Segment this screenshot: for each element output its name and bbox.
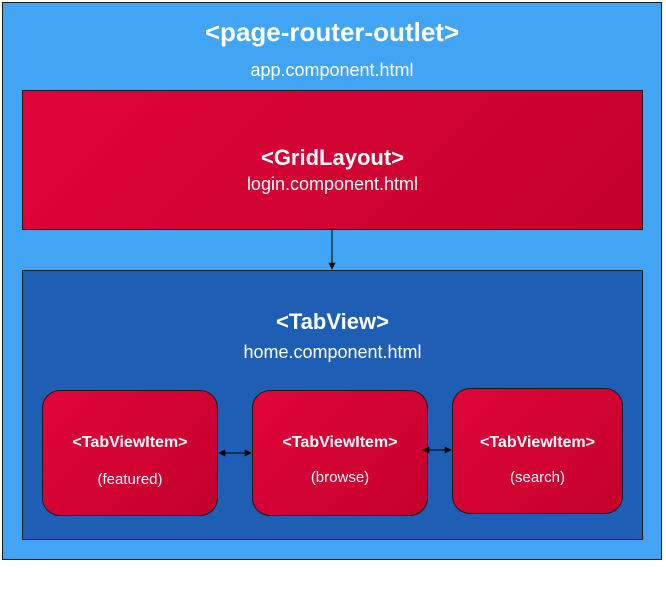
home-file: home.component.html	[243, 342, 422, 362]
tabviewitem-featured-label: (featured)	[97, 471, 163, 488]
login-file: login.component.html	[246, 174, 419, 194]
tabviewitem-search: <TabViewItem> (search)	[452, 388, 623, 514]
tabviewitem-browse: <TabViewItem> (browse)	[252, 390, 428, 516]
home-tag: <TabView>	[276, 309, 389, 334]
tabviewitem-featured-tag: <TabViewItem>	[72, 434, 188, 451]
outer-file: app.component.html	[250, 60, 414, 80]
tabviewitem-featured: <TabViewItem> (featured)	[42, 390, 218, 516]
tabviewitem-search-tag: <TabViewItem>	[479, 434, 595, 451]
outer-tag: <page-router-outlet>	[204, 17, 460, 47]
login-tag: <GridLayout>	[260, 145, 405, 170]
tabviewitem-browse-tag: <TabViewItem>	[282, 434, 398, 451]
tabviewitem-search-label: (search)	[509, 469, 565, 486]
tabviewitem-browse-label: (browse)	[310, 469, 370, 486]
gridlayout-box: <GridLayout> login.component.html	[22, 90, 643, 230]
